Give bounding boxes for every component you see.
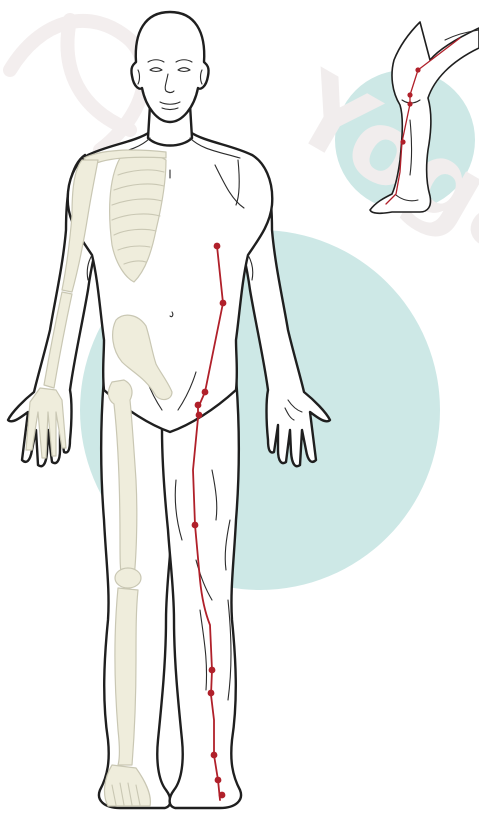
acupoint bbox=[195, 402, 202, 409]
acupoint bbox=[196, 412, 203, 419]
inset-acupoint bbox=[407, 92, 412, 97]
acupoint bbox=[208, 690, 215, 697]
inset-acupoint bbox=[415, 67, 420, 72]
acupoint bbox=[220, 300, 227, 307]
acupoint bbox=[211, 752, 218, 759]
human-body-front-icon bbox=[8, 12, 330, 808]
inset-acupoint bbox=[400, 139, 405, 144]
acupoint bbox=[214, 243, 221, 250]
acupoint bbox=[202, 389, 209, 396]
acupoint bbox=[219, 792, 226, 799]
acupoint bbox=[215, 777, 222, 784]
inset-acupoint bbox=[407, 101, 412, 106]
acupoint bbox=[192, 522, 199, 529]
acupoint bbox=[209, 667, 216, 674]
